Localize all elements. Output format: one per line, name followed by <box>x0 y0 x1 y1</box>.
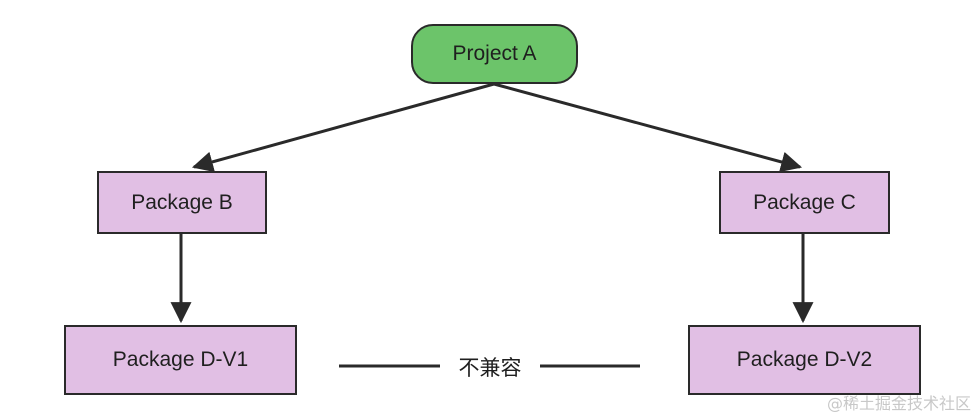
node-project-a: Project A <box>411 24 578 84</box>
node-package-d-v2-label: Package D-V2 <box>736 348 873 371</box>
node-package-d-v2: Package D-V2 <box>688 325 921 395</box>
node-package-c: Package C <box>719 171 890 234</box>
node-project-a-label: Project A <box>452 42 537 65</box>
edge-a-to-b <box>191 82 495 173</box>
incompatible-label: 不兼容 <box>440 353 540 381</box>
node-package-b: Package B <box>97 171 267 234</box>
node-package-d-v1-label: Package D-V1 <box>112 348 249 371</box>
node-package-c-label: Package C <box>753 190 856 214</box>
node-package-d-v1: Package D-V1 <box>64 325 297 395</box>
watermark: @稀土掘金技术社区 <box>826 394 971 413</box>
node-package-b-label: Package B <box>131 190 233 214</box>
edge-a-to-c <box>493 82 803 173</box>
